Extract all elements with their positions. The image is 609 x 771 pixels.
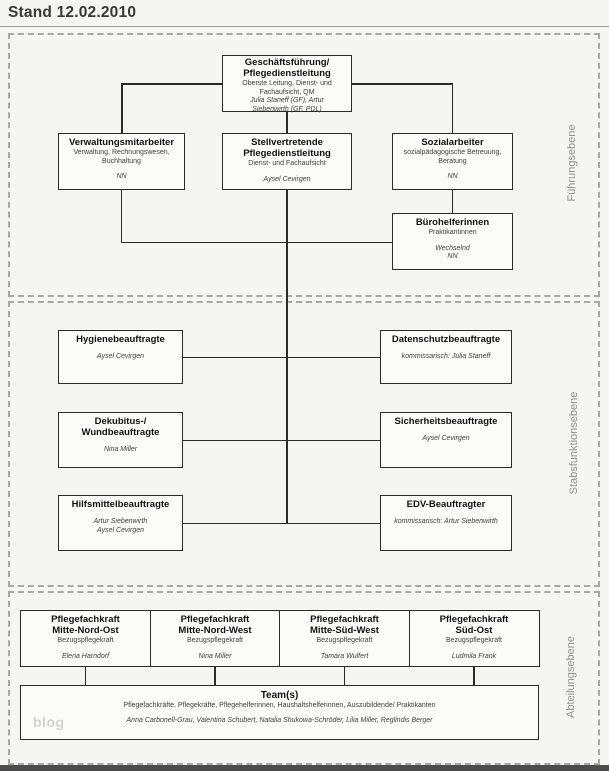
node-title: Pflegefachkraft Süd-Ost [439, 614, 509, 636]
connector-to-buero-h [120, 241, 392, 243]
connector-gf-left-v [121, 83, 123, 133]
node-names: Aysel Cevirgen [96, 352, 144, 360]
connector-gf-right-v [451, 83, 454, 133]
node-names: Tamara Wulfert [320, 652, 369, 660]
node-subtitle: Bezugspflegekraft [316, 636, 373, 644]
org-node-geschaeftsfuehrung: Geschäftsführung/ Pflegedienstleitung Ob… [222, 55, 352, 114]
page-title: Stand 12.02.2010 [8, 4, 137, 21]
node-title: EDV-Beauftragter [406, 499, 486, 510]
band-label-fuehrungsebene: Führungsebene [566, 124, 578, 202]
connector-pfk3-teams [343, 667, 346, 685]
org-node-hilfsmittelbeauftragte: Hilfsmittelbeauftragte Artur Siebenwirth… [58, 495, 183, 551]
band-label-stabsfunktionsebene: Stabsfunktionsebene [568, 391, 580, 495]
node-title: Geschäftsführung/ Pflegedienstleitung [243, 57, 331, 79]
org-node-pflegefachkraft-sued-ost: Pflegefachkraft Süd-Ost Bezugspflegekraf… [408, 610, 540, 667]
node-names: NN [447, 173, 458, 181]
node-names: kommissarisch: Artur Siebenwirth [394, 517, 498, 525]
node-names: NN [116, 173, 127, 181]
connector-gf-stellv [286, 112, 288, 133]
node-names: Nina Miller [103, 445, 138, 453]
connector-pfk1-teams [84, 667, 87, 685]
node-names: kommissarisch: Julia Staneff [401, 352, 491, 360]
node-subtitle: Oberste Leitung, Dienst- und Fachaufsich… [242, 79, 332, 96]
band-fuehrungsebene [8, 33, 600, 297]
node-subtitle: sozialpädagogische Betreuung, Beratung [403, 148, 502, 165]
node-subtitle: Pflegefachkräfte, Pflegekräfte, Pflegehe… [123, 701, 436, 709]
node-title: Sozialarbeiter [421, 137, 484, 148]
connector-sozial-buero [451, 190, 454, 213]
band-stabsfunktionsebene [8, 301, 600, 587]
node-names: Ludmila Frank [451, 652, 497, 660]
org-node-datenschutzbeauftragte: Datenschutzbeauftragte kommissarisch: Ju… [380, 330, 512, 384]
node-subtitle: Bezugspflegekraft [186, 636, 244, 644]
connector-stab-row2 [183, 439, 380, 441]
connector-gf-right-h [352, 83, 454, 85]
org-node-edv-beauftragter: EDV-Beauftragter kommissarisch: Artur Si… [380, 495, 512, 551]
node-title: Dekubitus-/ Wundbeauftragte [81, 416, 160, 438]
connector-stab-row1 [183, 356, 380, 358]
org-node-teams: Team(s) Pflegefachkräfte, Pflegekräfte, … [20, 685, 539, 740]
org-node-stellvertretende-pdl: Stellvertretende Pflegedienstleitung Die… [222, 133, 352, 190]
node-names: Wechselnd NN [435, 244, 470, 261]
connector-gf-left-h [121, 83, 223, 85]
header-divider [0, 26, 609, 27]
connector-pfk4-teams [473, 667, 475, 685]
node-title: Sicherheitsbeauftragte [394, 416, 498, 427]
node-title: Stellvertretende Pflegedienstleitung [243, 137, 331, 159]
node-names: Elena Harndorf [61, 652, 110, 660]
org-node-pflegefachkraft-mitte-nord-west: Pflegefachkraft Mitte-Nord-West Bezugspf… [149, 610, 281, 667]
node-names: Julia Staneff (GF), Artur Siebenwirth (G… [250, 97, 324, 114]
org-node-dekubitus-wundbeauftragte: Dekubitus-/ Wundbeauftragte Nina Miller [58, 412, 183, 468]
node-title: Pflegefachkraft Mitte-Nord-West [178, 614, 252, 636]
org-node-hygienebeauftragte: Hygienebeauftragte Aysel Cevirgen [58, 330, 183, 384]
watermark-blog: blog [33, 714, 65, 730]
node-title: Bürohelferinnen [415, 217, 490, 228]
connector-pfk2-teams [214, 667, 216, 685]
org-node-sozialarbeiter: Sozialarbeiter sozialpädagogische Betreu… [392, 133, 513, 190]
node-subtitle: Dienst- und Fachaufsicht [248, 159, 326, 167]
band-abteilungsebene [8, 591, 600, 765]
node-title: Datenschutzbeauftragte [391, 334, 501, 345]
node-subtitle: Bezugspflegekraft [445, 636, 503, 644]
node-names: Anna Carbonell-Grau, Valentina Schubert,… [126, 717, 433, 725]
node-title: Verwaltungsmitarbeiter [68, 137, 175, 148]
org-node-pflegefachkraft-mitte-sued-west: Pflegefachkraft Mitte-Süd-West Bezugspfl… [279, 610, 410, 667]
node-names: Artur Siebenwirth Aysel Cevirgen [93, 517, 148, 534]
connector-stab-row3 [183, 522, 380, 524]
node-title: Hilfsmittelbeauftragte [71, 499, 170, 510]
org-node-buerohelferinnen: Bürohelferinnen Praktikantinnen Wechseln… [392, 213, 513, 270]
node-subtitle: Praktikantinnen [428, 228, 477, 236]
org-node-verwaltungsmitarbeiter: Verwaltungsmitarbeiter Verwaltung, Rechn… [58, 133, 185, 190]
band-label-abteilungsebene: Abteilungsebene [565, 636, 577, 718]
bottom-strip [0, 765, 609, 771]
node-names: Nina Miller [198, 652, 232, 660]
node-title: Pflegefachkraft Mitte-Süd-West [310, 614, 379, 636]
org-node-pflegefachkraft-mitte-nord-ost: Pflegefachkraft Mitte-Nord-Ost Bezugspfl… [20, 610, 151, 667]
node-names: Aysel Cevirgen [263, 175, 311, 183]
node-title: Hygienebeauftragte [76, 334, 165, 345]
connector-verwaltung-down [120, 190, 123, 243]
node-title: Team(s) [260, 690, 299, 701]
node-subtitle: Verwaltung, Rechnungswesen, Buchhaltung [73, 148, 170, 165]
node-subtitle: Bezugspflegekraft [57, 636, 114, 644]
org-node-sicherheitsbeauftragte: Sicherheitsbeauftragte Aysel Cevirgen [380, 412, 512, 468]
node-title: Pflegefachkraft Mitte-Nord-Ost [51, 614, 120, 636]
node-names: Aysel Cevirgen [422, 434, 470, 442]
